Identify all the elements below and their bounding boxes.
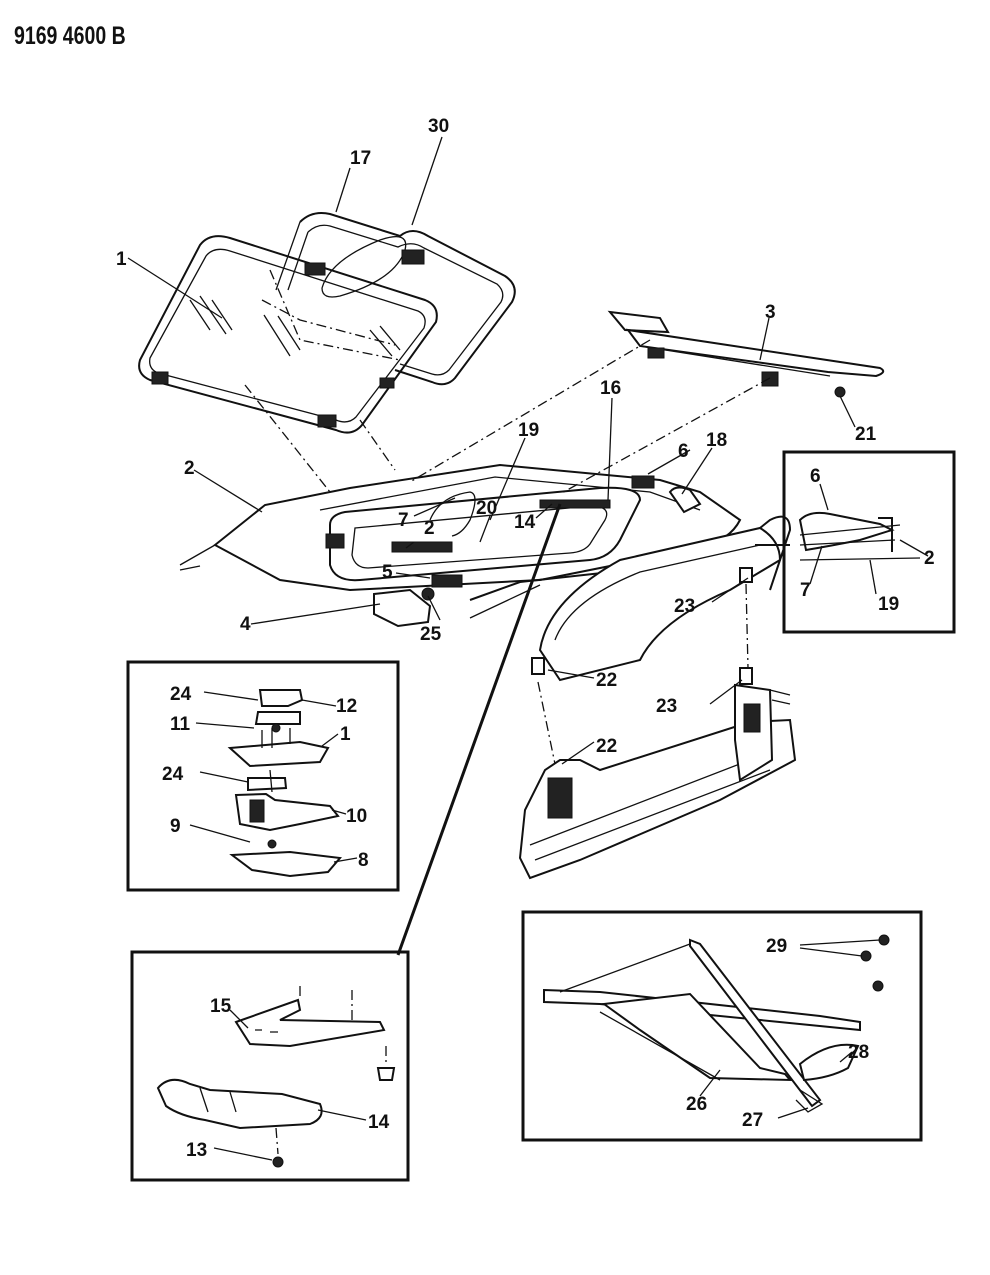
callout-labels: 30 17 1 3 21 16 19 6 18 2 7 2 20 14 5 4 … <box>116 116 935 1161</box>
front-bracket <box>325 533 345 549</box>
callout-6: 6 <box>810 466 821 487</box>
callout-13: 13 <box>186 1140 207 1161</box>
detail-inset-latch <box>126 660 400 892</box>
callout-1: 1 <box>116 249 127 270</box>
frame-clip <box>304 262 326 276</box>
callout-21: 21 <box>855 424 877 445</box>
callout-2: 2 <box>924 548 935 569</box>
callout-24: 24 <box>170 684 192 705</box>
callout-2: 2 <box>424 518 435 539</box>
callout-24: 24 <box>162 764 184 785</box>
callout-14: 14 <box>514 512 536 533</box>
callout-7: 7 <box>398 510 409 531</box>
drain-fitting <box>668 486 702 514</box>
pillar-bracket <box>547 777 573 819</box>
callout-19: 19 <box>878 594 899 615</box>
callout-16: 16 <box>600 378 621 399</box>
stud <box>739 567 753 583</box>
callout-11: 11 <box>170 714 191 735</box>
callout-12: 12 <box>336 696 357 717</box>
glass-clip <box>379 377 395 389</box>
detail-inset-shade <box>521 910 923 1142</box>
projection-lines <box>244 339 771 765</box>
callout-15: 15 <box>210 996 232 1017</box>
callout-19: 19 <box>518 420 539 441</box>
callout-10: 10 <box>346 806 367 827</box>
leader-lines <box>127 136 929 1161</box>
callout-2: 2 <box>184 458 195 479</box>
callout-25: 25 <box>420 624 442 645</box>
callout-30: 30 <box>428 116 449 137</box>
glass-panel <box>138 235 438 434</box>
callout-5: 5 <box>382 562 393 583</box>
callout-6: 6 <box>678 441 689 462</box>
callout-23: 23 <box>674 596 695 617</box>
callout-18: 18 <box>706 430 727 451</box>
drive-track <box>539 499 611 509</box>
rail-bracket <box>761 371 779 387</box>
callout-20: 20 <box>476 498 497 519</box>
rear-rail <box>607 310 885 398</box>
motor-nut <box>421 587 435 601</box>
stud <box>531 657 545 675</box>
callout-22: 22 <box>596 670 617 691</box>
pillar-bracket <box>743 703 761 733</box>
motor <box>373 588 432 628</box>
callout-22: 22 <box>596 736 617 757</box>
detail-inset-bracket <box>130 950 410 1182</box>
drive-cable <box>391 541 453 553</box>
callout-4: 4 <box>240 614 251 635</box>
rear-bracket <box>631 475 655 489</box>
callout-27: 27 <box>742 1110 763 1131</box>
glass-frame <box>261 212 516 386</box>
callout-8: 8 <box>358 850 369 871</box>
inset-connector <box>396 503 562 956</box>
callout-7: 7 <box>800 580 811 601</box>
rail-screw <box>834 386 846 398</box>
callout-26: 26 <box>686 1094 707 1115</box>
diagram-code: 9169 4600 B <box>14 22 126 50</box>
glass-clip <box>317 414 337 428</box>
frame-latch <box>401 249 425 265</box>
rail-bracket <box>647 347 665 359</box>
callout-1: 1 <box>340 724 351 745</box>
motor-gear <box>431 574 463 588</box>
callout-29: 29 <box>766 936 787 957</box>
glass-clip <box>151 371 169 385</box>
callout-28: 28 <box>848 1042 869 1063</box>
callout-14: 14 <box>368 1112 390 1133</box>
callout-3: 3 <box>765 302 776 323</box>
callout-23: 23 <box>656 696 677 717</box>
side-frame <box>518 526 797 880</box>
stud <box>739 667 753 685</box>
callout-9: 9 <box>170 816 181 837</box>
callout-17: 17 <box>350 148 371 169</box>
detail-inset-seal <box>782 450 956 634</box>
